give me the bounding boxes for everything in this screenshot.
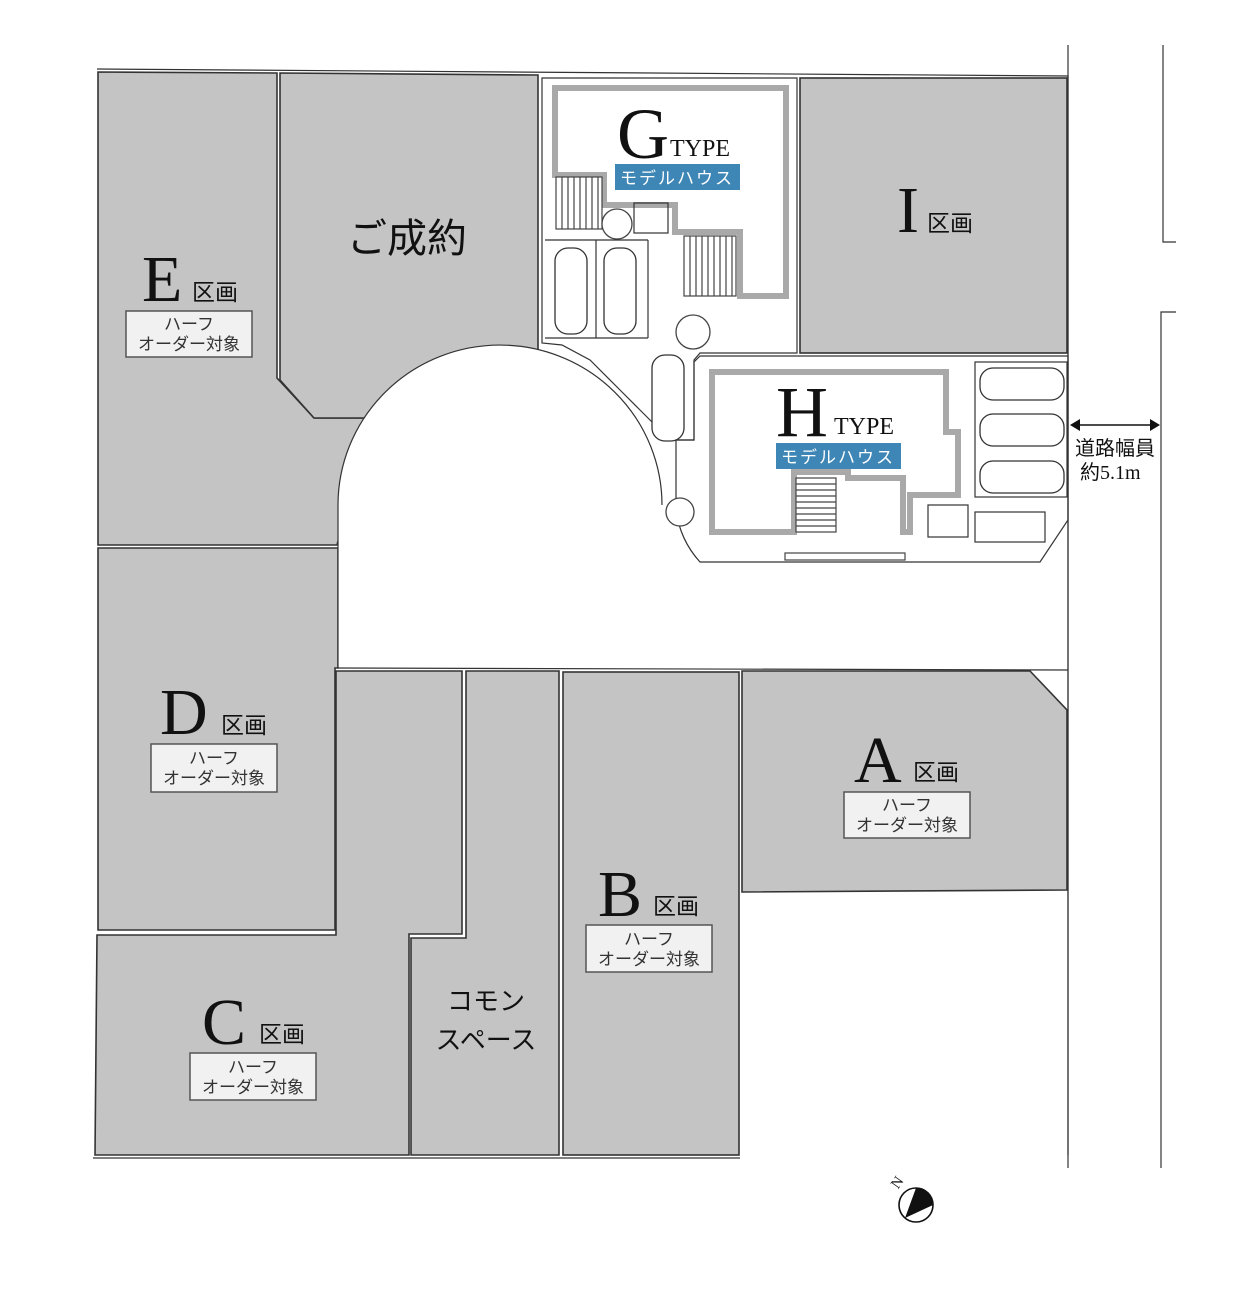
lot-e-letter: E [142,243,182,316]
lot-d[interactable] [97,547,339,931]
g-stair-1 [555,176,603,230]
h-hedge [784,552,906,561]
g-tree-2 [675,314,711,350]
lot-d-badge [150,743,278,793]
lot-c-badge [189,1052,317,1101]
g-model-letter: G [617,94,669,174]
h-car-3 [979,460,1065,494]
cul-de-sac-edge [337,344,663,668]
h-stair [795,477,837,533]
north-compass-icon: N [888,1174,934,1223]
lot-b-letter: B [598,858,642,931]
g-model-wall [552,85,789,299]
g-stair-2 [683,235,737,297]
g-tree-1 [601,208,633,240]
h-model-badge [776,443,901,469]
lot-d-letter: D [160,676,208,749]
road-edge-right-bottom [1160,311,1176,1168]
g-car-3 [651,354,685,442]
g-car-2 [603,247,637,335]
g-car-1 [554,247,588,335]
road-width-arrow [1070,419,1160,431]
lot-sold-label: ご成約 [347,216,467,262]
lot-a-badge-line1: ハーフ [882,796,932,816]
lot-d-badge-line1: ハーフ [189,749,239,769]
common-space-line1: コモン [447,987,525,1017]
h-model-wall [709,369,961,535]
g-model-badge [615,164,740,190]
lot-b-badge-line2: オーダー対象 [598,950,700,970]
lot-c-badge-line1: ハーフ [228,1058,278,1078]
h-model-type: TYPE [834,414,894,440]
lot-b[interactable] [562,671,740,1156]
h-parking-area [974,361,1068,498]
lot-c-letter: C [202,986,246,1059]
road-width-label: 道路幅員 [1075,436,1155,460]
h-model-badge-text: モデルハウス [781,447,895,468]
h-model-lot [675,355,1069,563]
lot-d-suffix: 区画 [221,713,267,739]
lot-i-suffix: 区画 [927,211,973,237]
g-porch [633,202,669,234]
lot-e-suffix: 区画 [192,280,238,306]
north-label: N [888,1174,907,1192]
lot-i[interactable] [799,77,1068,354]
lot-e-badge-line1: ハーフ [164,315,214,335]
lot-c[interactable] [94,670,463,1156]
h-porch [927,504,969,538]
h-car-1 [979,367,1065,401]
h-tree [665,497,695,527]
road-front-line [337,667,1069,671]
lot-c-suffix: 区画 [259,1022,305,1048]
lot-a-badge [843,791,971,839]
lot-common-space[interactable] [410,670,560,1156]
cul-de-sac-road [338,345,662,668]
lot-a[interactable] [741,670,1068,893]
lot-b-suffix: 区画 [653,894,699,920]
lot-i-letter: I [897,174,919,247]
lot-b-badge-line1: ハーフ [624,930,674,950]
road-edge-right-top [1162,45,1176,243]
road-width-value: 約5.1m [1080,461,1141,484]
lot-d-badge-line2: オーダー対象 [163,769,265,789]
h-model-letter: H [776,372,828,452]
lot-e-badge-line2: オーダー対象 [138,335,240,355]
g-model-type: TYPE [670,136,730,162]
common-space-line2: スペース [436,1026,537,1056]
lot-a-letter: A [854,724,902,797]
lot-a-badge-line2: オーダー対象 [856,816,958,836]
lot-c-badge-line2: オーダー対象 [202,1078,304,1098]
lot-e-badge [125,310,253,358]
h-car-2 [979,413,1065,447]
lot-b-badge [585,924,713,973]
lot-a-suffix: 区画 [913,760,959,786]
h-bike-parking [974,511,1046,543]
g-model-badge-text: モデルハウス [620,168,734,189]
